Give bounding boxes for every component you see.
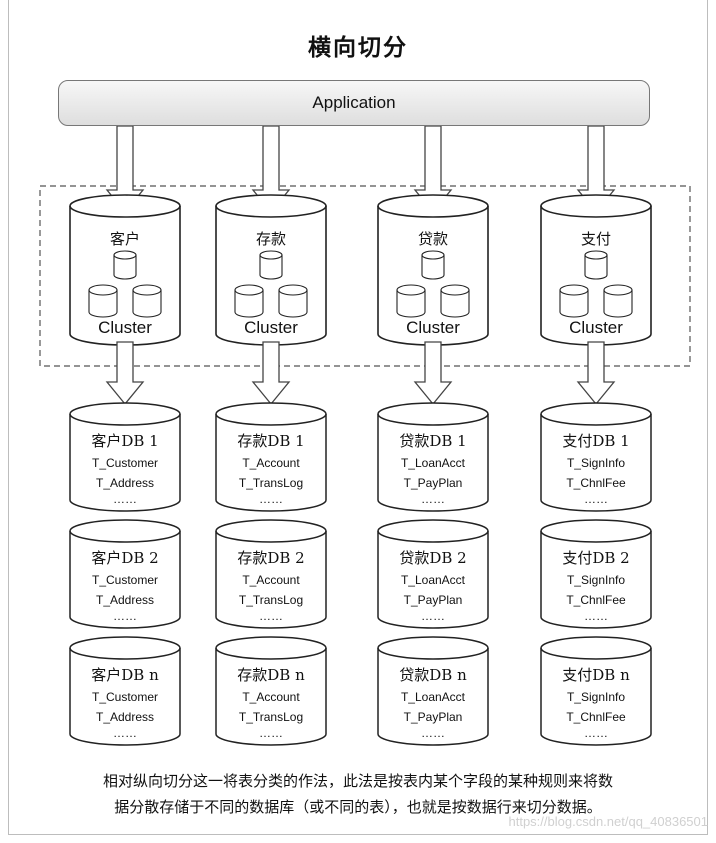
db-cylinder: [540, 402, 652, 512]
mini-db-icon: [259, 250, 283, 280]
table-name-1: T_Customer: [91, 456, 159, 470]
table-more-ellipsis: ……: [259, 609, 283, 623]
cluster-name-1: 客户: [109, 230, 140, 248]
db-name: 客户DB 1: [91, 432, 159, 450]
table-name-2: T_TransLog: [238, 593, 304, 607]
table-more-ellipsis: ……: [421, 609, 445, 623]
table-more-ellipsis: ……: [113, 609, 137, 623]
caption-line-1: 相对纵向切分这一将表分类的作法，此法是按表内某个字段的某种规则来将数: [102, 772, 613, 790]
arrow-cluster-to-db-1: [105, 341, 145, 406]
caption-line-2: 据分散存储于不同的数据库（或不同的表），也就是按数据行来切分数据。: [114, 798, 602, 816]
watermark-text: https://blog.csdn.net/qq_40836501: [508, 814, 709, 829]
db-cylinder: [69, 402, 181, 512]
db-cylinder: [215, 636, 327, 746]
cluster-group-box: [39, 185, 691, 367]
mini-db-icon: [88, 284, 118, 318]
table-name-2: T_TransLog: [238, 476, 304, 490]
mini-db-icon: [559, 284, 589, 318]
db-name: 贷款DB n: [399, 666, 467, 684]
table-name-2: T_PayPlan: [403, 710, 463, 724]
table-name-1: T_SignInfo: [566, 573, 626, 587]
mini-db-icon: [278, 284, 308, 318]
table-name-1: T_LoanAcct: [400, 690, 466, 704]
db-name: 存款DB 2: [237, 549, 305, 567]
mini-db-icon: [584, 250, 608, 280]
db-cylinder: [215, 519, 327, 629]
table-name-2: T_PayPlan: [403, 593, 463, 607]
table-name-1: T_Customer: [91, 573, 159, 587]
table-more-ellipsis: ……: [259, 492, 283, 506]
db-cylinder: [69, 519, 181, 629]
mini-db-icon: [603, 284, 633, 318]
table-name-2: T_ChnlFee: [566, 476, 626, 490]
cluster-name-3: 贷款: [417, 230, 448, 248]
db-name: 客户DB 2: [91, 549, 159, 567]
table-name-2: T_TransLog: [238, 710, 304, 724]
db-name: 支付DB n: [562, 666, 630, 684]
table-name-1: T_LoanAcct: [400, 456, 466, 470]
table-name-2: T_Address: [95, 476, 155, 490]
table-name-1: T_Account: [242, 690, 300, 704]
table-more-ellipsis: ……: [584, 492, 608, 506]
arrow-cluster-to-db-4: [576, 341, 616, 406]
db-name: 贷款DB 1: [399, 432, 467, 450]
db-cylinder: [69, 636, 181, 746]
table-name-2: T_Address: [95, 710, 155, 724]
arrow-cluster-to-db-3: [413, 341, 453, 406]
cluster-label-2: Cluster: [244, 318, 298, 337]
cluster-name-4: 支付: [580, 230, 611, 248]
table-name-2: T_PayPlan: [403, 476, 463, 490]
db-name: 客户DB n: [91, 666, 159, 684]
page-frame: [8, 0, 708, 835]
db-cylinder: [377, 402, 489, 512]
cluster-name-2: 存款: [255, 230, 286, 248]
caption: 相对纵向切分这一将表分类的作法，此法是按表内某个字段的某种规则来将数 据分散存储…: [40, 768, 676, 820]
db-name: 存款DB 1: [237, 432, 305, 450]
arrow-cluster-to-db-2: [251, 341, 291, 406]
table-name-2: T_ChnlFee: [566, 593, 626, 607]
cluster-label-4: Cluster: [569, 318, 623, 337]
mini-db-icon: [440, 284, 470, 318]
db-name: 存款DB n: [237, 666, 305, 684]
application-label: Application: [312, 93, 396, 112]
db-cylinder: [540, 519, 652, 629]
mini-db-icon: [396, 284, 426, 318]
table-name-1: T_Account: [242, 573, 300, 587]
application-bar: Application: [58, 80, 650, 126]
db-cylinder: [377, 519, 489, 629]
cluster-label-1: Cluster: [98, 318, 152, 337]
db-name: 支付DB 2: [562, 549, 630, 567]
db-name: 贷款DB 2: [399, 549, 467, 567]
table-name-1: T_SignInfo: [566, 456, 626, 470]
table-more-ellipsis: ……: [113, 726, 137, 740]
db-cylinder: [540, 636, 652, 746]
cluster-label-3: Cluster: [406, 318, 460, 337]
table-more-ellipsis: ……: [421, 726, 445, 740]
table-name-1: T_SignInfo: [566, 690, 626, 704]
mini-db-icon: [421, 250, 445, 280]
mini-db-icon: [234, 284, 264, 318]
db-name: 支付DB 1: [562, 432, 630, 450]
table-name-1: T_LoanAcct: [400, 573, 466, 587]
table-more-ellipsis: ……: [421, 492, 445, 506]
table-name-2: T_ChnlFee: [566, 710, 626, 724]
table-more-ellipsis: ……: [113, 492, 137, 506]
table-name-1: T_Customer: [91, 690, 159, 704]
table-name-1: T_Account: [242, 456, 300, 470]
table-name-2: T_Address: [95, 593, 155, 607]
db-cylinder: [215, 402, 327, 512]
diagram-title: 横向切分: [308, 35, 408, 61]
mini-db-icon: [132, 284, 162, 318]
table-more-ellipsis: ……: [584, 726, 608, 740]
mini-db-icon: [113, 250, 137, 280]
table-more-ellipsis: ……: [259, 726, 283, 740]
table-more-ellipsis: ……: [584, 609, 608, 623]
db-cylinder: [377, 636, 489, 746]
